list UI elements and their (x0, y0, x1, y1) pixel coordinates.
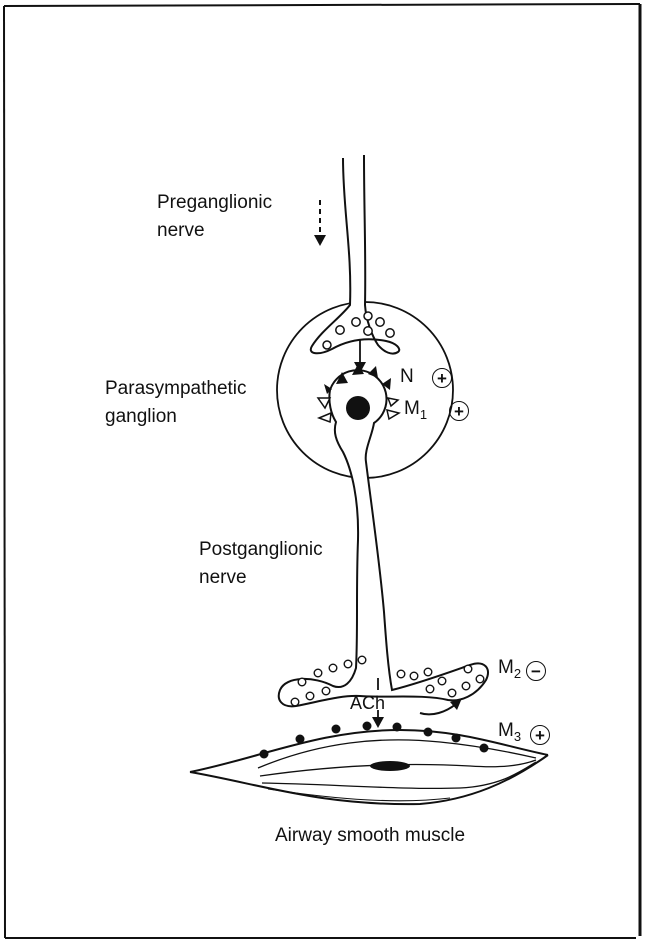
m3-receptor-sign: + (530, 725, 550, 745)
preganglionic-label: Preganglionic (157, 191, 272, 215)
m3-receptor-label: M3 (498, 720, 521, 748)
figure-caption: Airway smooth muscle (275, 824, 465, 848)
m3-receptors (260, 722, 489, 759)
muscle-nucleus (370, 761, 410, 771)
m2-receptor-subscript: 2 (514, 666, 521, 681)
m2-receptor-sign: − (526, 661, 546, 681)
cell-nucleus (346, 396, 370, 420)
postganglionic-label: Postganglionic (199, 538, 323, 562)
m1-receptor-sign: + (449, 401, 469, 421)
m1-receptor-text: M (404, 398, 420, 419)
m2-receptor-text: M (498, 657, 514, 678)
smooth-muscle-cell (190, 730, 548, 804)
ganglion-label: Parasympathetic (105, 377, 247, 401)
m1-receptor-label: M1 (404, 398, 427, 426)
m3-receptor-subscript: 3 (514, 729, 521, 744)
ach-label: ACh (350, 691, 385, 715)
ach-curved-arrow (420, 698, 462, 714)
m3-receptor-text: M (498, 720, 514, 741)
n-receptor-text: N (400, 366, 414, 387)
ach-down-arrowhead (372, 717, 384, 728)
ganglion-label-ganglion: ganglion (105, 405, 177, 429)
preganglionic-label-nerve: nerve (157, 219, 205, 243)
m1-receptor-subscript: 1 (420, 407, 427, 422)
n-receptor-label: N (400, 366, 414, 388)
n-receptor-sign: + (432, 368, 452, 388)
impulse-arrow (314, 200, 326, 246)
postganglionic-label-nerve: nerve (199, 566, 247, 590)
m2-receptor-label: M2 (498, 657, 521, 685)
